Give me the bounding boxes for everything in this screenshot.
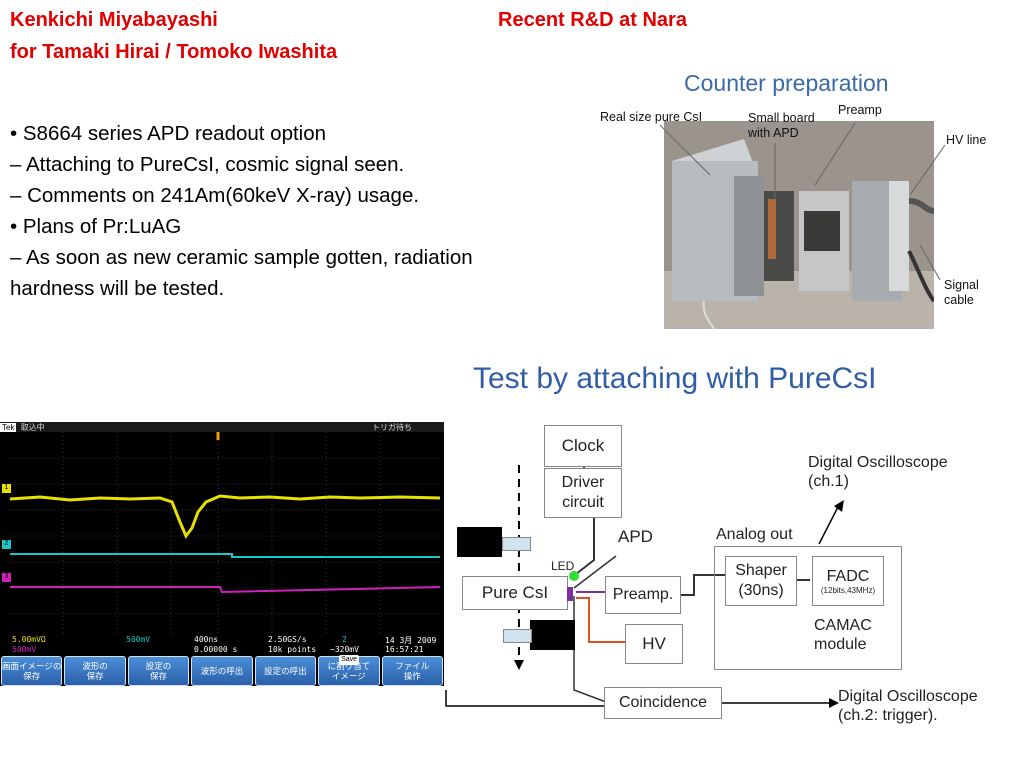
softkey-assign-save[interactable]: Save に割り当て イメージ (318, 655, 380, 686)
scope-status-bar: 5.00mVΩ 500mV 500mV 400ns 0.00000 s 2.50… (10, 634, 440, 656)
softkey-save-screen-image[interactable]: 画面イメージの 保存 (1, 656, 63, 686)
bullet-item: – Comments on 241Am(60keV X-ray) usage. (10, 184, 420, 207)
timebase: 400ns (194, 635, 219, 644)
trigger-level: −320mV (330, 645, 359, 654)
scope-acq-state: 取込中 (20, 423, 45, 432)
osc-ch1-label: Digital Oscilloscope (ch.1) (808, 454, 948, 490)
scope-softkeys: 画面イメージの 保存 波形の 保存 設定の 保存 波形の呼出 設定の呼出 Sav… (0, 655, 444, 686)
scope-trigger-state: トリガ待ち (372, 423, 412, 432)
osc-ch2-label: Digital Oscilloscope (ch.2: trigger). (838, 688, 978, 724)
shaper-box: Shaper (30ns) (725, 556, 797, 606)
record-length: 10k points (268, 645, 317, 654)
save-tag: Save (339, 655, 360, 665)
scope-time: 16:57:21 (385, 645, 424, 654)
camac-module-label: CAMAC module (814, 617, 872, 653)
scope-brand: Tek (0, 423, 17, 432)
camac-frame (714, 546, 902, 670)
ch1-waveform (9, 494, 441, 539)
softkey-recall-waveform[interactable]: 波形の呼出 (191, 656, 253, 686)
ch2-marker: 2 (2, 540, 11, 549)
author-line-2: for Tamaki Hirai / Tomoko Iwashita (10, 41, 338, 63)
softkey-save-waveform[interactable]: 波形の 保存 (64, 656, 126, 686)
counter-photo (664, 121, 934, 329)
ch2-scale: 500mV (126, 635, 151, 644)
photo-callout-lines (659, 122, 946, 281)
sample-rate: 2.50GS/s (268, 635, 307, 644)
test-title: Test by attaching with PureCsI (473, 362, 877, 395)
hv-box: HV (625, 624, 683, 664)
scintillator-block-upper (457, 527, 502, 557)
oscilloscope-screen: Tek 取込中 トリガ待ち 1 2 3 5.00mVΩ 500mV 500mV … (0, 422, 444, 686)
scope-waveforms (9, 432, 441, 636)
softkey-file-utilities[interactable]: ファイル 操作 (381, 656, 443, 686)
scope-top-bar: Tek 取込中 トリガ待ち (0, 422, 444, 432)
coincidence-box: Coincidence (604, 687, 722, 719)
counter-photo-illustration (664, 121, 934, 329)
callout-preamp: Preamp (838, 103, 882, 117)
softkey-assign-save-label: に割り当て イメージ (327, 661, 371, 681)
clock-box: Clock (544, 425, 622, 467)
bullet-item: • Plans of Pr:LuAG (10, 215, 182, 238)
purecsi-box: Pure CsI (462, 576, 568, 610)
preamp-box: Preamp. (605, 576, 681, 614)
bullet-item: – As soon as new ceramic sample gotten, … (10, 246, 479, 300)
callout-real-size-csi: Real size pure CsI (600, 110, 703, 124)
bullet-item: • S8664 series APD readout option (10, 122, 327, 145)
fadc-label: FADC (826, 567, 870, 585)
lightguide-upper (502, 537, 531, 551)
callout-small-board: Small board with APD (748, 111, 815, 140)
fadc-spec: (12bits,43MHz) (820, 585, 876, 595)
trigger-channel: 2 (342, 635, 347, 644)
led-icon (569, 571, 579, 581)
apd-label: APD (618, 527, 653, 546)
position: 0.00000 s (194, 645, 238, 654)
bullet-item: – Attaching to PureCsI, cosmic signal se… (10, 153, 405, 176)
slide-title: Recent R&D at Nara (498, 9, 687, 31)
ch3-waveform (10, 586, 441, 594)
lightguide-lower (503, 629, 532, 643)
ch1-marker: 1 (2, 484, 11, 493)
scintillator-block-lower (530, 620, 575, 650)
driver-circuit-box: Driver circuit (544, 468, 622, 518)
bullet-list: • S8664 series APD readout option – Atta… (10, 118, 490, 304)
apd-chip (567, 587, 573, 601)
softkey-recall-setup[interactable]: 設定の呼出 (254, 656, 317, 686)
led-label: LED (551, 559, 575, 573)
callout-hv-line: HV line (946, 133, 987, 147)
softkey-save-setup[interactable]: 設定の 保存 (127, 656, 190, 686)
ch3-scale: 500mV (12, 645, 37, 654)
analog-out-label: Analog out (716, 526, 793, 543)
ch2-waveform (10, 553, 440, 558)
fadc-box: FADC (12bits,43MHz) (812, 556, 884, 606)
photo-title: Counter preparation (684, 70, 889, 96)
ch1-scale: 5.00mVΩ (12, 635, 46, 644)
author-line-1: Kenkichi Miyabayashi (10, 9, 218, 31)
callout-signal-cable: Signal cable (944, 278, 979, 307)
ch3-marker: 3 (2, 573, 11, 582)
scope-date: 14 3月 2009 (385, 636, 437, 645)
